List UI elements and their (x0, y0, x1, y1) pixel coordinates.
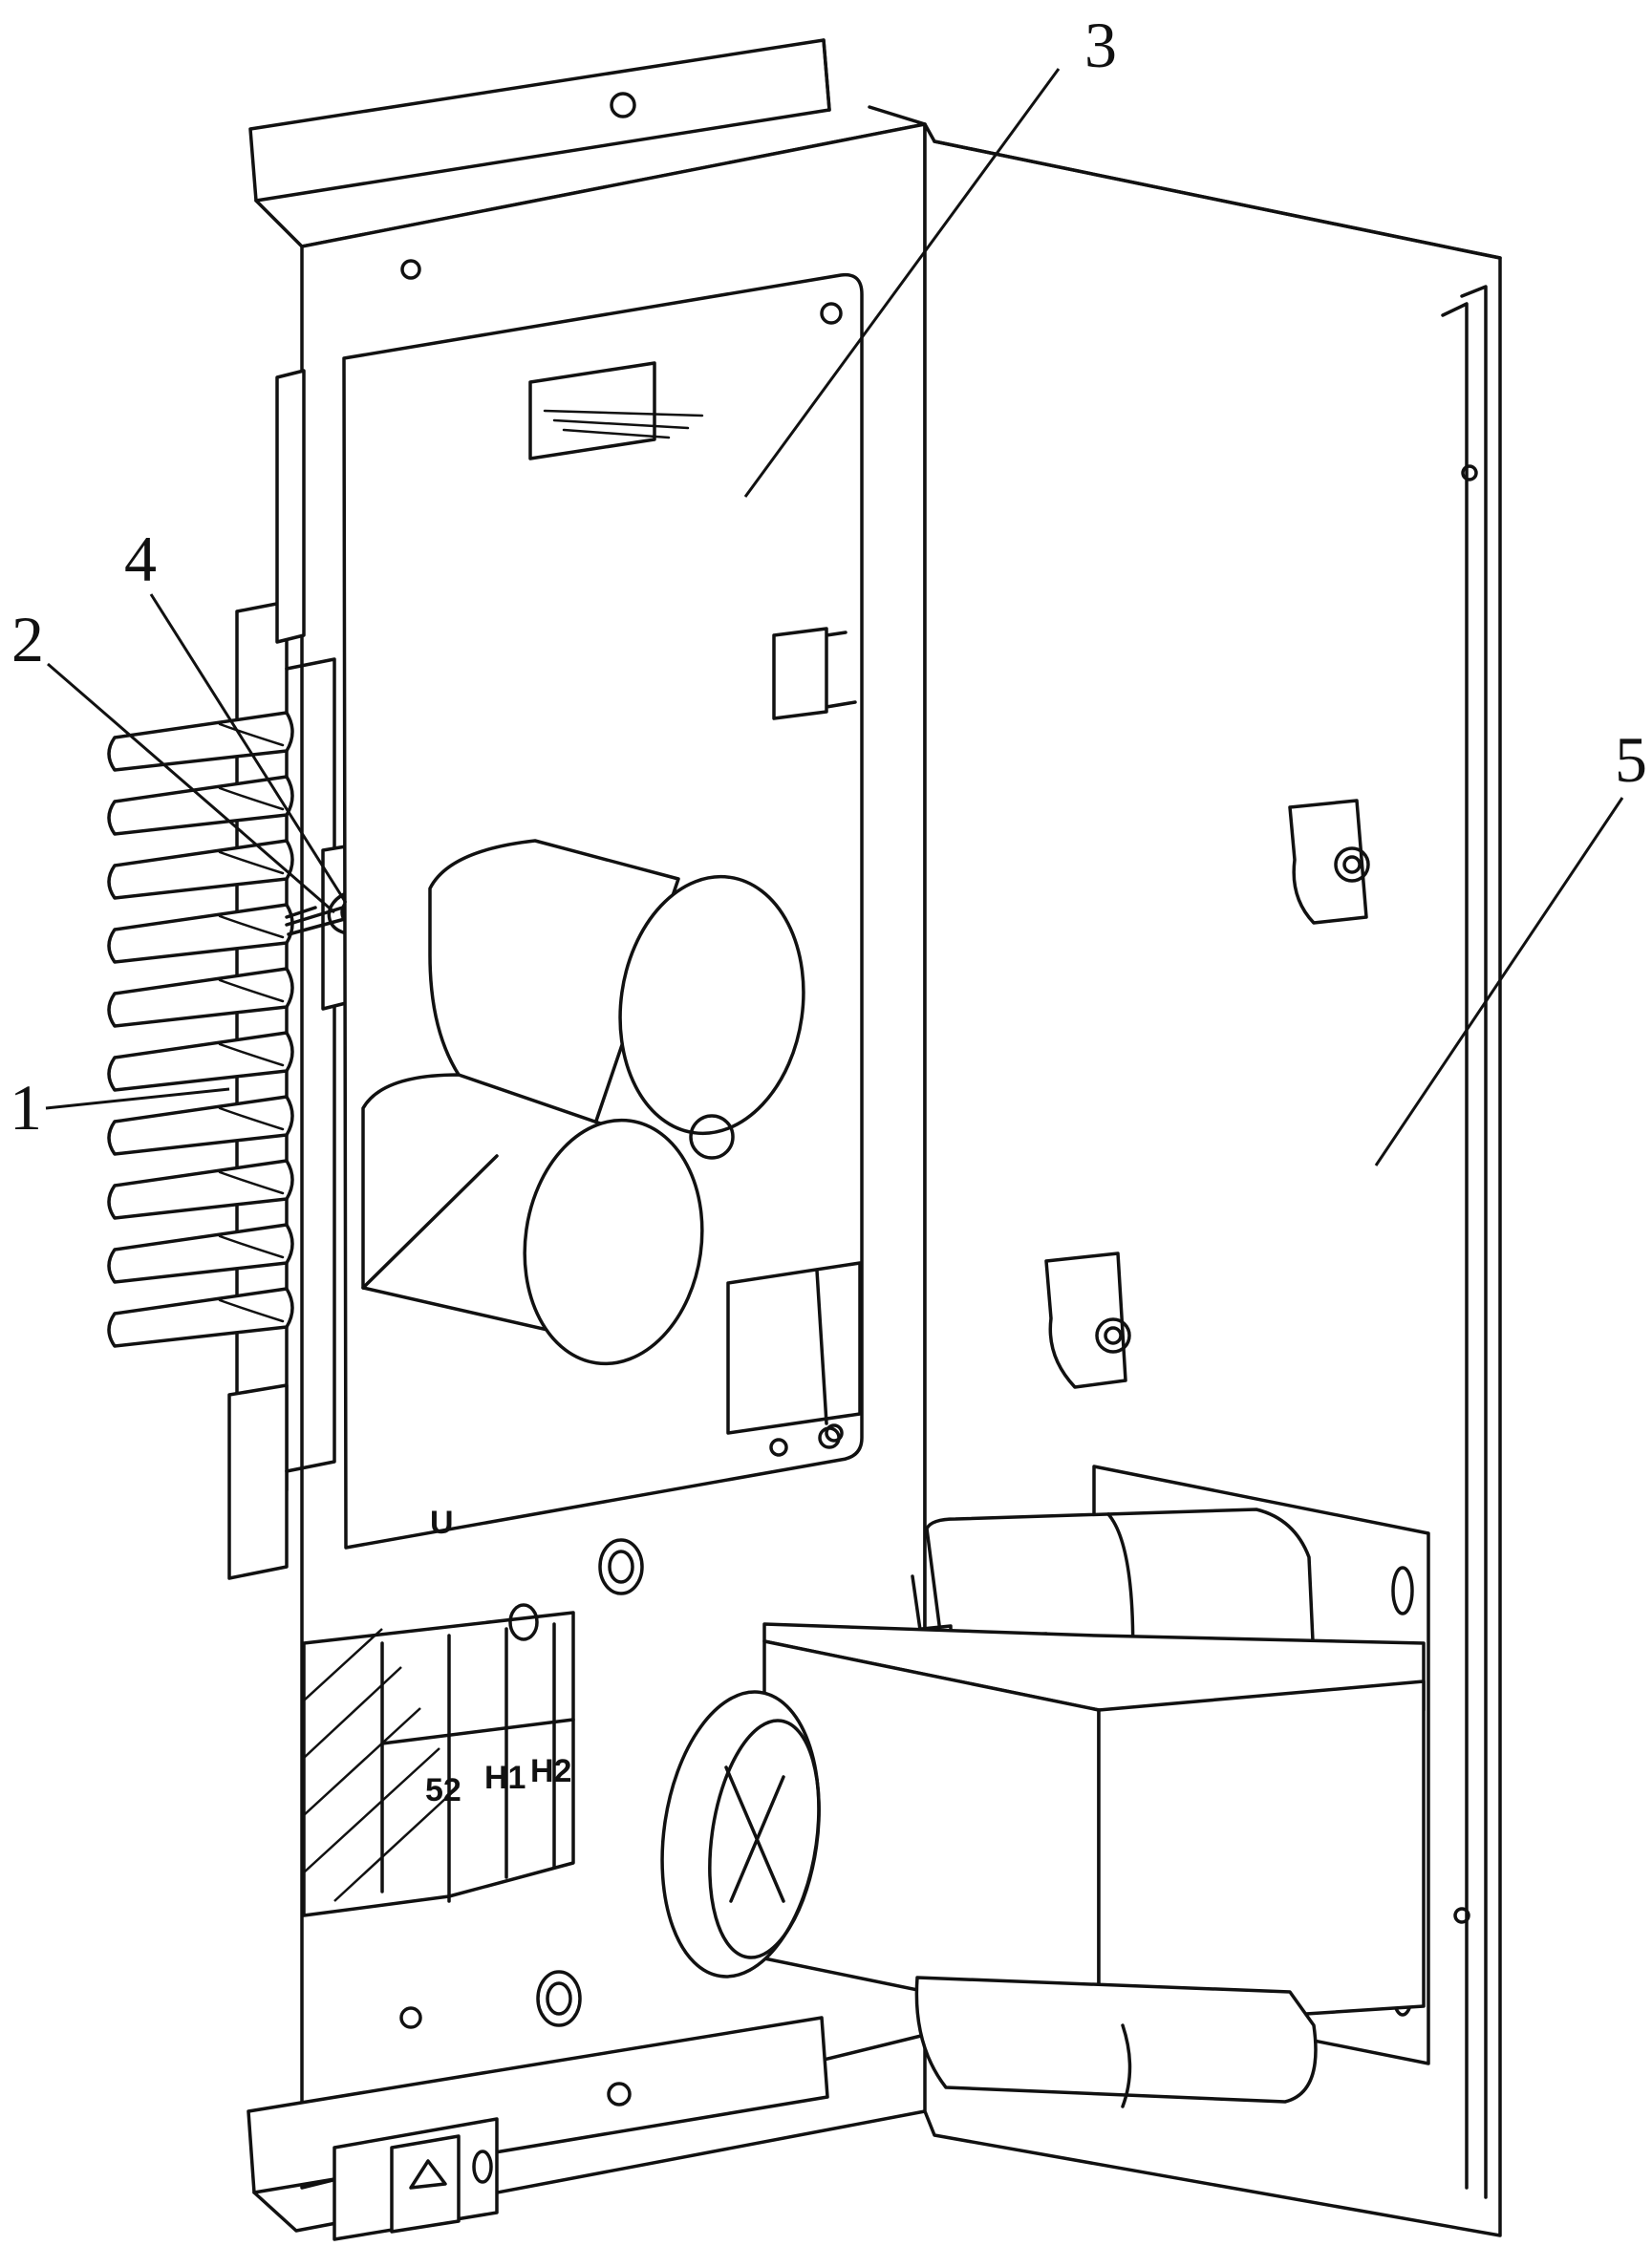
svg-text:U: U (430, 1505, 454, 1541)
heat-sink-fin-ridge (218, 914, 285, 939)
callout-4: 4 (124, 523, 157, 595)
transformer (660, 1508, 1426, 2108)
callout-1: 1 (10, 1071, 42, 1144)
heat-sink-fin (107, 839, 294, 900)
terminal-block: 52 H1 H2 (302, 1611, 575, 1917)
circuit-board: U (342, 272, 864, 1550)
leader-4 (149, 593, 348, 904)
heat-sink-fin (107, 1223, 294, 1284)
terminal-mark-h1: H1 (484, 1760, 526, 1796)
leader-2 (47, 662, 335, 914)
callout-5: 5 (1615, 723, 1647, 796)
cover-clip-upper (1288, 799, 1370, 925)
heat-sink-fin (107, 1159, 294, 1220)
power-switch (333, 2117, 499, 2241)
heat-sink-fin-ridge (218, 1170, 285, 1195)
cover-clip-lower (1044, 1251, 1131, 1389)
capacitor-lower (361, 1073, 704, 1366)
callout-2: 2 (11, 603, 44, 675)
callout-3: 3 (1084, 9, 1117, 81)
terminal-mark-h2: H2 (530, 1753, 571, 1789)
heat-sink-fin (107, 903, 294, 964)
leader-1 (45, 1087, 230, 1110)
heat-sink-fin-ridge (218, 1234, 285, 1259)
heat-sink-fin-ridge (218, 978, 285, 1003)
terminal-mark-52: 52 (425, 1772, 461, 1808)
heat-sink-fin (107, 1287, 294, 1348)
heat-sink-fin-ridge (218, 1042, 285, 1067)
reference-numerals: 1 2 3 4 5 (10, 9, 1647, 1144)
heat-sink (107, 369, 336, 1580)
heat-sink-fin-ridge (218, 786, 285, 811)
plate-holes (399, 1538, 644, 2029)
heat-sink-fin-ridge (218, 1106, 285, 1131)
leader-lines (45, 68, 1624, 1166)
heat-sink-fin (107, 775, 294, 836)
heat-sink-fin-ridge (218, 1298, 285, 1323)
heat-sink-fin (107, 1095, 294, 1156)
heat-sink-fin-ridge (218, 722, 285, 747)
heat-sink-fin (107, 1031, 294, 1092)
leader-5 (1374, 797, 1624, 1166)
capacitor-upper (428, 839, 805, 1160)
heat-sink-fin (107, 967, 294, 1028)
heat-sink-fin-ridge (218, 850, 285, 875)
leader-3 (743, 68, 1061, 498)
